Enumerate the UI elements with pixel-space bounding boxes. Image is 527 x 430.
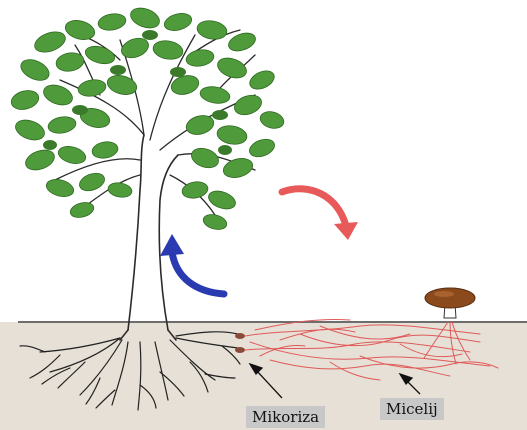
mikoriza-label: Mikoriza [246,406,325,428]
micelij-label: Micelij [380,398,444,420]
tree-to-fungus-arrow [282,189,358,240]
tree-trunk [120,135,178,340]
mushroom [425,288,475,318]
fungus-to-tree-arrow [160,234,224,294]
